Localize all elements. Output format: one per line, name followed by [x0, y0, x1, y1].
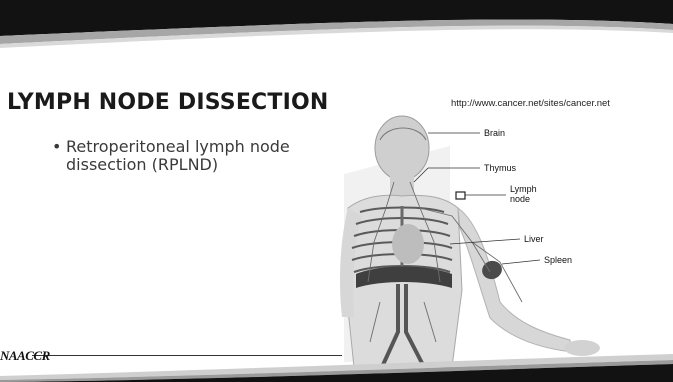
label-thymus: Thymus — [484, 163, 517, 173]
bottom-decorative-band — [0, 342, 673, 382]
bullet-marker: • — [52, 138, 61, 156]
label-liver: Liver — [524, 234, 544, 244]
slide-title: LYMPH NODE DISSECTION — [7, 90, 329, 115]
lymph-node-marker — [456, 192, 465, 199]
label-lymph-node-line2: node — [510, 194, 530, 204]
top-decorative-band — [0, 0, 673, 60]
label-lymph-node-line1: Lymph — [510, 184, 537, 194]
source-url: http://www.cancer.net/sites/cancer.net — [451, 98, 610, 109]
bullet-list: • Retroperitoneal lymph node dissection … — [52, 138, 352, 174]
label-spleen: Spleen — [544, 255, 572, 265]
label-brain: Brain — [484, 128, 505, 138]
bullet-text: Retroperitoneal lymph node dissection (R… — [66, 137, 290, 174]
bullet-item: • Retroperitoneal lymph node dissection … — [52, 138, 352, 174]
lymphatic-system-illustration: Brain Thymus Lymph node Liver Spleen — [340, 112, 673, 372]
